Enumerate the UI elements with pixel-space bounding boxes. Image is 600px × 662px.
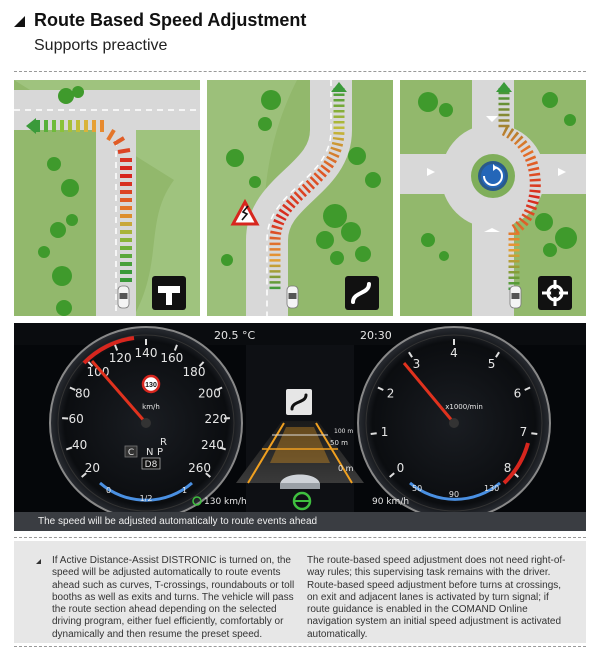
speed-tick-label: 140 <box>135 346 158 360</box>
speed-tick-mark <box>69 386 76 391</box>
speed-tick-label: 240 <box>201 438 224 452</box>
fuel-full-label: 1 <box>182 486 187 495</box>
tachometer: 0 1 2 3 4 5 6 7 8 x1000/min 50 90 130 <box>357 326 551 520</box>
speed-needle <box>90 360 148 424</box>
rpm-tick-label: 4 <box>450 346 458 360</box>
rpm-tick-label: 1 <box>381 425 389 439</box>
map-row <box>14 80 586 316</box>
speed-limit-value: 130 <box>145 382 157 389</box>
rpm-tick-mark <box>408 351 413 358</box>
speed-tick-mark <box>81 472 87 478</box>
cluster-caption: The speed will be adjusted automatically… <box>14 512 586 531</box>
gear-p: P <box>157 447 163 458</box>
divider <box>14 71 586 72</box>
gear-r: R <box>160 437 167 448</box>
gear-indicator: D8 <box>145 460 158 470</box>
speed-tick-mark <box>65 446 73 451</box>
page-title: Route Based Speed Adjustment <box>34 10 307 30</box>
rpm-unit: x1000/min <box>445 403 483 411</box>
speed-tick-mark <box>219 446 227 451</box>
fuel-empty-label: 0 <box>106 486 111 495</box>
map-roundabout <box>400 80 586 316</box>
rpm-tick-label: 3 <box>413 357 421 371</box>
speed-tick-label: 200 <box>198 386 221 400</box>
bullet-triangle-icon <box>36 559 41 564</box>
map-curves <box>207 80 393 316</box>
speed-tick-label: 40 <box>72 438 87 452</box>
speed-tick-label: 260 <box>188 461 211 475</box>
speed-tick-label: 160 <box>160 351 183 365</box>
rpm-tick-mark <box>531 432 538 435</box>
distance-far-label: 100 m <box>334 428 353 435</box>
speed-tick-mark <box>114 344 119 351</box>
speed-tick-mark <box>198 361 205 367</box>
speed-tick-mark <box>87 361 94 367</box>
clock-time: 20:30 <box>360 329 392 342</box>
center-display: 100 m 50 m 0 m 130 km/h 90 km/h <box>192 345 409 517</box>
speed-tick-label: 60 <box>68 412 83 426</box>
info-column-1: If Active Distance-Assist DISTRONIC is t… <box>52 555 295 640</box>
section-triangle-icon <box>14 16 25 27</box>
rpm-tick-mark <box>524 386 531 391</box>
divider <box>14 646 586 647</box>
distronic-icon <box>192 496 202 506</box>
temp-mid-label: 90 <box>449 490 459 499</box>
rpm-tick-label: 0 <box>397 461 405 475</box>
rpm-tick-mark <box>389 472 395 478</box>
rpm-tick-mark <box>377 386 384 391</box>
speed-unit: km/h <box>142 403 160 411</box>
speed-tick-label: 180 <box>183 365 206 379</box>
temp-low-label: 50 <box>412 484 422 493</box>
speed-tick-label: 220 <box>204 412 227 426</box>
outside-temperature: 20.5 °C <box>214 329 255 342</box>
rpm-tick-label: 7 <box>520 425 528 439</box>
speed-tick-mark <box>173 344 178 351</box>
drive-mode-letter: C <box>128 448 134 458</box>
rpm-tick-label: 8 <box>504 461 512 475</box>
page-subtitle: Supports preactive <box>34 37 168 54</box>
rpm-tick-mark <box>370 432 377 435</box>
temp-high-label: 130 <box>484 484 499 493</box>
speed-tick-label: 20 <box>85 461 100 475</box>
fuel-half-label: 1/2 <box>140 494 153 503</box>
rpm-tick-label: 2 <box>387 386 395 400</box>
rpm-tick-label: 5 <box>488 357 496 371</box>
set-speed: 130 km/h <box>204 497 247 507</box>
speed-limit-sign-icon <box>141 374 161 394</box>
distance-mid-label: 50 m <box>330 439 348 447</box>
rpm-tick-mark <box>495 351 500 358</box>
speed-tick-label: 80 <box>75 386 90 400</box>
distance-near-label: 0 m <box>338 464 354 473</box>
target-speed: 90 km/h <box>372 497 409 507</box>
divider <box>14 537 586 538</box>
info-column-2: The route-based speed adjustment does no… <box>307 555 566 640</box>
map-t-crossing <box>14 80 200 316</box>
speed-tick-mark <box>216 386 223 391</box>
speed-tick-label: 120 <box>109 351 132 365</box>
info-box: If Active Distance-Assist DISTRONIC is t… <box>14 541 586 643</box>
gear-n: N <box>146 447 153 458</box>
speed-tick-mark <box>205 472 211 478</box>
rpm-needle <box>402 362 456 424</box>
rpm-tick-label: 6 <box>514 386 522 400</box>
bend-warning-icon <box>230 198 260 226</box>
